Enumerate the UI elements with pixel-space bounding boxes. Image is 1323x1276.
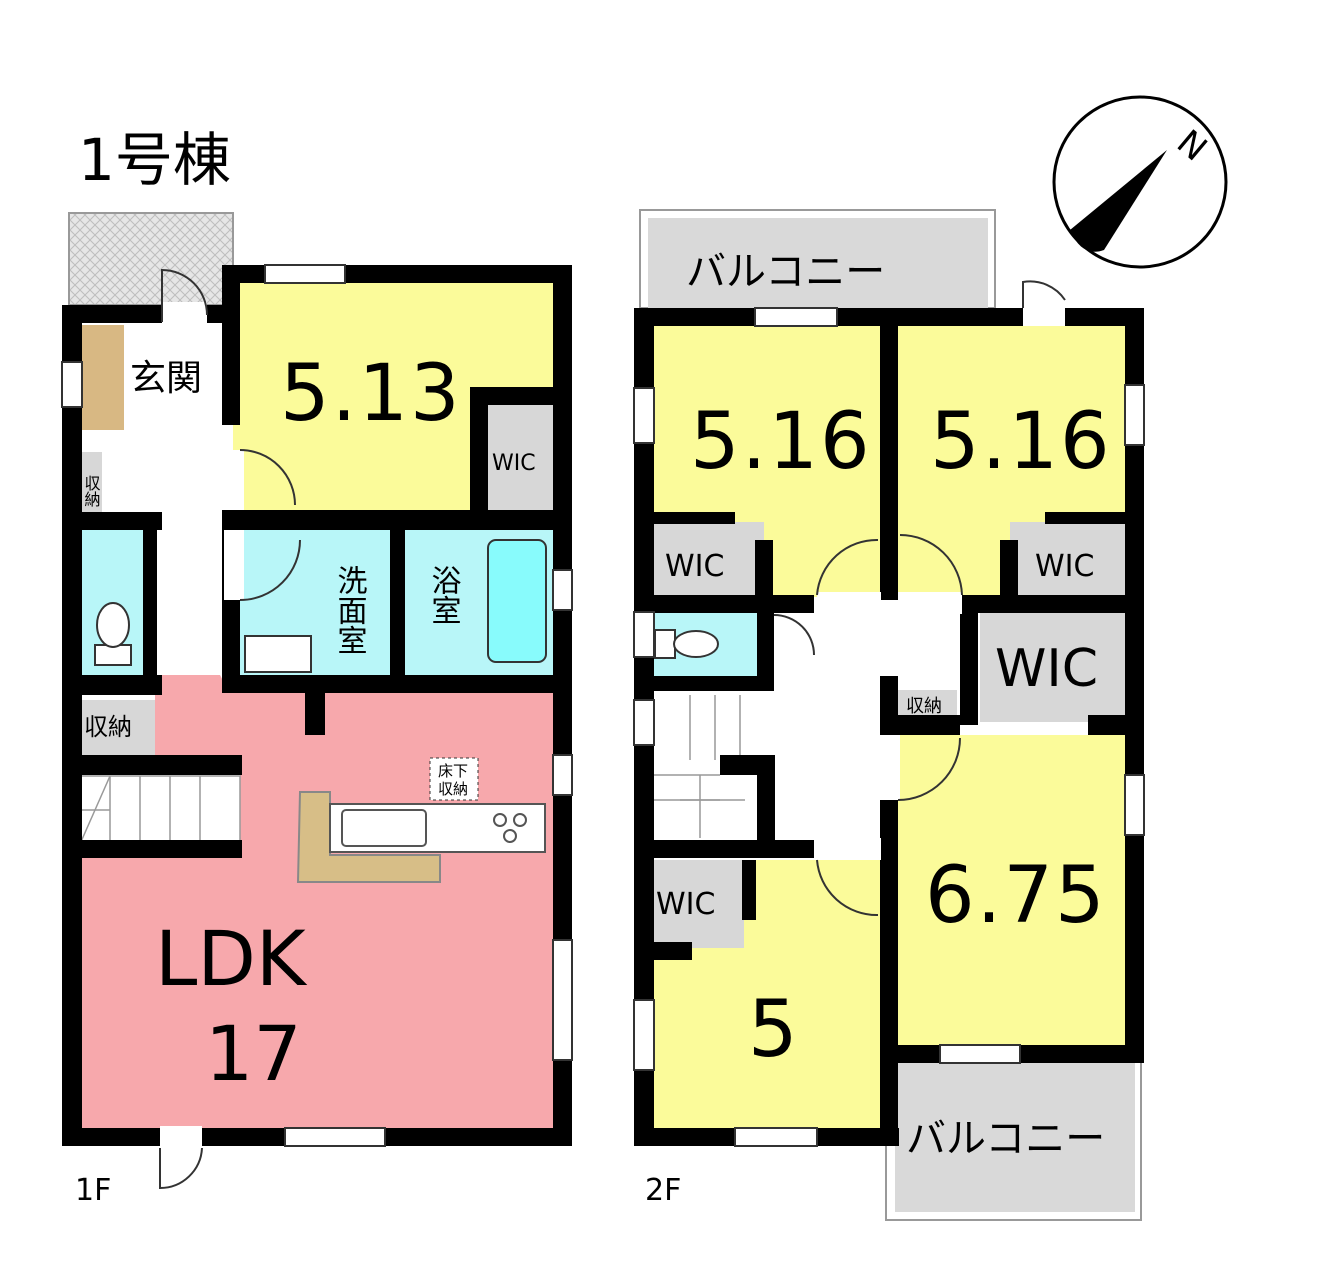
- bathroom: [405, 530, 478, 675]
- wic-lower: [652, 860, 744, 948]
- floor2-label: 2F: [645, 1173, 681, 1208]
- windows-2f: [633, 307, 1145, 1147]
- wic-left: [652, 522, 764, 597]
- balcony-top-label: バルコニー: [686, 249, 885, 295]
- shoe-cabinet: [80, 325, 124, 430]
- underfloor-box: [429, 757, 479, 801]
- windows-1f: [61, 264, 573, 1147]
- wic-1f-label: WIC: [492, 451, 536, 476]
- floor-1: 玄関 5.13 WIC 収納 洗面室 浴室 収納 床下収納 LDK 17 1F: [61, 212, 573, 1208]
- wic-right: [1010, 522, 1129, 597]
- floor-2: バルコニー 5.16 5.16 WIC WIC WIC 収納 WIC 5 6.7…: [633, 209, 1145, 1221]
- storage-b-label: 収納: [84, 713, 132, 741]
- balcony-bottom-label: バルコニー: [906, 1116, 1105, 1162]
- room-516-right-size: 5.16: [930, 397, 1112, 487]
- wic-lower-label: WIC: [656, 887, 715, 922]
- room-516-left-size: 5.16: [690, 397, 872, 487]
- compass: N: [1052, 95, 1228, 269]
- ldk-label: LDK: [155, 914, 308, 1003]
- room-5-size: 5: [748, 985, 800, 1075]
- doors-2f: [773, 280, 1066, 917]
- stove-icon: [493, 813, 527, 843]
- stairs-2f: [652, 695, 745, 838]
- underfloor-label: 床下収納: [438, 762, 468, 798]
- storage-a-label: 収納: [82, 475, 101, 508]
- wic-right-label: WIC: [1035, 549, 1094, 584]
- room-675-size: 6.75: [925, 851, 1107, 941]
- storage-a: [80, 452, 102, 512]
- building-title: 1号棟: [78, 126, 231, 194]
- entrance-label: 玄関: [130, 358, 202, 399]
- washroom-label: 洗面室: [332, 565, 367, 655]
- storage-2f-label: 収納: [906, 696, 942, 717]
- storage-b: [80, 700, 155, 755]
- wic-big-label: WIC: [995, 639, 1098, 699]
- porch: [68, 212, 234, 306]
- kitchen-sink-icon: [341, 809, 427, 847]
- floor1-label: 1F: [75, 1173, 111, 1208]
- doors-1f: [159, 268, 301, 1190]
- toilet-icon-1f: [94, 602, 132, 666]
- wic-1f: [478, 404, 553, 510]
- wic-big: [980, 612, 1125, 722]
- bathroom-label: 浴室: [426, 565, 461, 625]
- balcony-bottom: [895, 1062, 1135, 1212]
- bathtub-icon: [487, 539, 547, 663]
- toilet-icon-2f: [654, 629, 719, 659]
- kitchen-counter: [296, 791, 441, 883]
- ldk-size: 17: [205, 1009, 302, 1098]
- wic-left-label: WIC: [665, 549, 724, 584]
- balcony-top: [648, 218, 988, 308]
- compass-arrow-icon: [1070, 150, 1167, 252]
- stairs-1f: [79, 775, 241, 845]
- sink-icon: [244, 635, 312, 673]
- room-513-size: 5.13: [280, 349, 462, 439]
